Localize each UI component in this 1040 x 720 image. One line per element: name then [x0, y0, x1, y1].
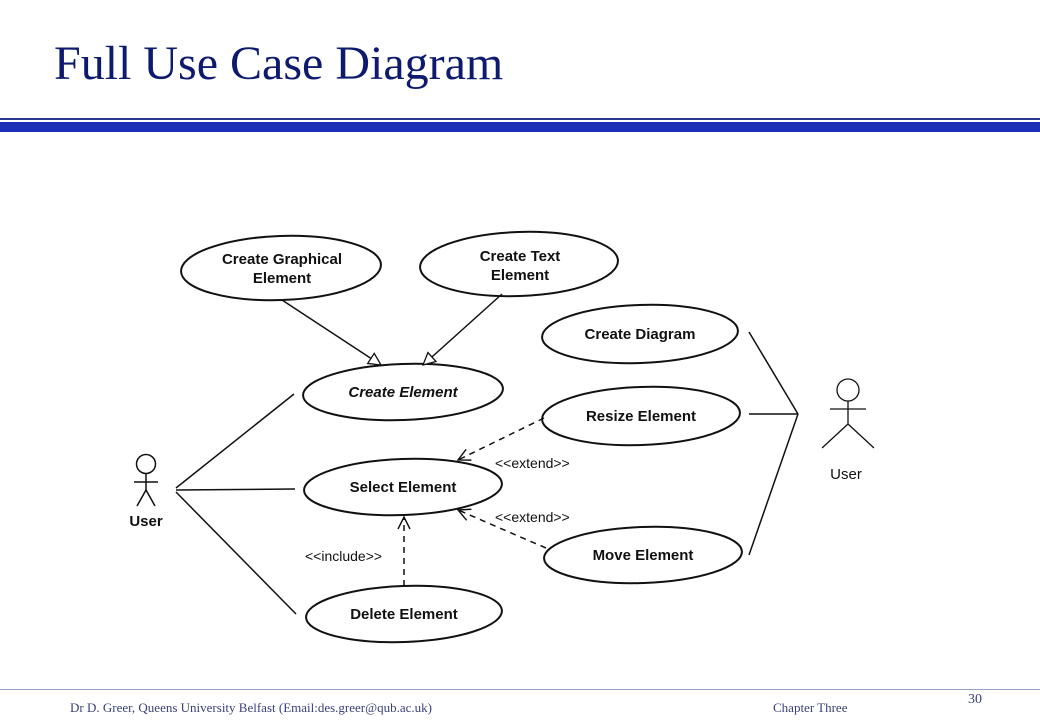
actor-user-right-label: User [830, 466, 862, 483]
uc-create-text-element: Create Text Element [419, 230, 619, 298]
uc-create-element: Create Element [302, 362, 504, 422]
assoc-user-create-element [175, 393, 295, 489]
footer-credit: Dr D. Greer, Queens University Belfast (… [70, 700, 432, 715]
uc-select-element: Select Element [303, 457, 503, 517]
uc-create-graphical-element: Create Graphical Element [180, 234, 382, 302]
assoc-user-select-element [175, 488, 296, 491]
uc-create-text-element-label-1: Create Text [480, 248, 561, 265]
extend-move-to-select [458, 510, 547, 549]
include-label-delete: <<include>> [305, 548, 382, 564]
assoc-user-move-element [748, 413, 799, 556]
uc-create-diagram-label: Create Diagram [585, 326, 696, 343]
page-number: 30 [968, 692, 982, 707]
generalization-graphical-to-create [281, 299, 381, 365]
uc-move-element-label: Move Element [593, 547, 694, 564]
actor-user-left: User [129, 453, 163, 530]
title-divider-thick [0, 122, 1040, 132]
uc-delete-element: Delete Element [305, 584, 503, 644]
uc-create-diagram: Create Diagram [541, 303, 739, 365]
uc-select-element-label: Select Element [350, 479, 457, 496]
footer-chapter: Chapter Three [773, 700, 848, 715]
uc-delete-element-label: Delete Element [350, 606, 458, 623]
uc-resize-element: Resize Element [541, 385, 741, 447]
uc-create-graphical-element-label-2: Element [253, 270, 311, 287]
title-divider-thin [0, 118, 1040, 120]
assoc-user-create-diagram [748, 331, 799, 415]
assoc-user-delete-element [175, 491, 297, 615]
uc-move-element: Move Element [543, 525, 743, 585]
generalization-text-to-create [423, 293, 503, 365]
uc-create-text-element-label-2: Element [491, 267, 549, 284]
actor-user-left-label: User [129, 513, 163, 530]
uc-resize-element-label: Resize Element [586, 408, 696, 425]
slide-title: Full Use Case Diagram [54, 37, 504, 90]
use-case-diagram: Create Graphical Element Create Text Ele… [129, 230, 875, 644]
uc-create-graphical-element-label-1: Create Graphical [222, 251, 342, 268]
extend-label-resize: <<extend>> [495, 455, 570, 471]
extend-label-move: <<extend>> [495, 509, 570, 525]
extend-resize-to-select [458, 417, 545, 460]
footer-divider [0, 689, 1040, 690]
uc-create-element-label: Create Element [348, 384, 458, 401]
actor-user-right: User [821, 378, 875, 483]
